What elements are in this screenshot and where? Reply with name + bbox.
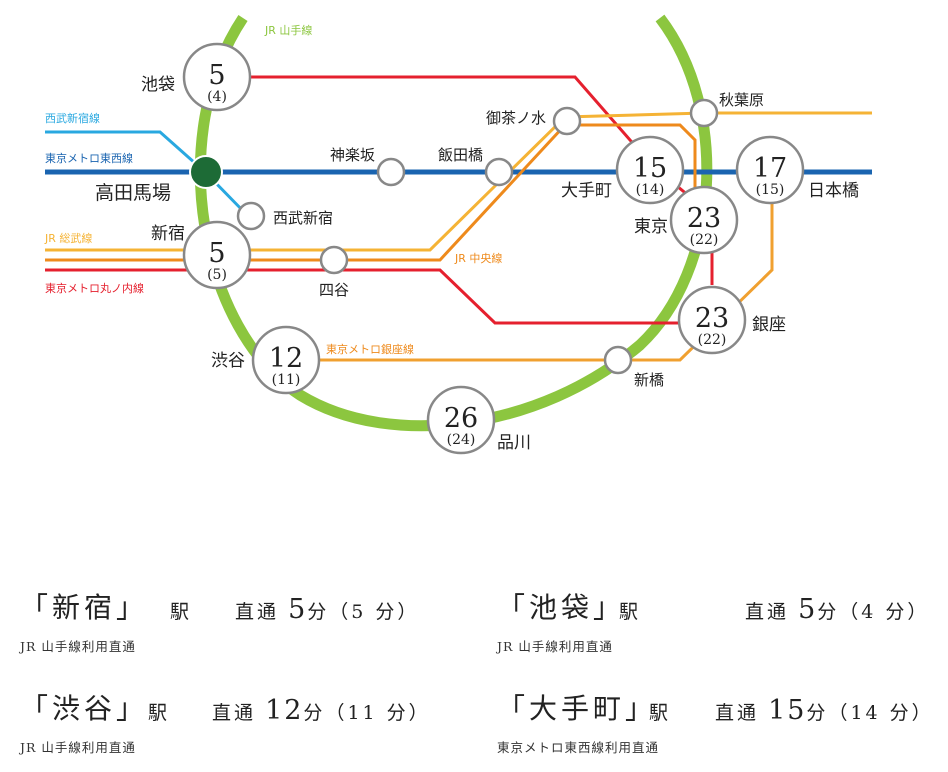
- station-name-shibuya: 渋谷: [211, 351, 245, 371]
- info-otemachi: 「大手町」 駅 直通 15分（14 分） 東京メトロ東西線利用直通: [497, 687, 937, 756]
- time-circle-shinagawa: 26 (24): [426, 385, 496, 455]
- time-sub: (5): [207, 267, 227, 283]
- station-name-nihombashi: 日本橋: [808, 181, 859, 201]
- ginza-line-label: 東京メトロ銀座線: [326, 342, 414, 356]
- info-station: 「池袋」: [497, 591, 626, 624]
- station-marker-iidabashi: [484, 157, 514, 187]
- time-circle-shibuya: 12 (11): [251, 325, 321, 395]
- station-marker-yotsuya: [319, 245, 349, 275]
- time-circle-shinjuku: 5 (5): [182, 220, 252, 290]
- info-alt: （5 分）: [329, 601, 420, 623]
- time-sub: (14): [636, 182, 665, 198]
- info-unit: 分: [307, 601, 330, 623]
- info-route: JR 山手線利用直通: [20, 740, 136, 755]
- time-main: 23: [687, 203, 721, 234]
- time-sub: (22): [698, 332, 727, 348]
- station-name-ochanomizu: 御茶ノ水: [486, 109, 546, 127]
- route-map: JR 山手線 西武新宿線 東京メトロ東西線 JR 総武線 東京メトロ丸ノ内線 J…: [44, 14, 872, 455]
- time-main: 12: [269, 343, 303, 374]
- info-eki: 駅: [170, 601, 190, 623]
- tozai-line-label: 東京メトロ東西線: [45, 151, 133, 165]
- chuo-line: [45, 123, 697, 262]
- station-name-shinjuku: 新宿: [151, 224, 185, 244]
- station-name-otemachi: 大手町: [561, 181, 612, 201]
- time-sub: (24): [447, 432, 476, 448]
- marunouchi-line-south: [45, 268, 712, 325]
- marunouchi-line-label: 東京メトロ丸ノ内線: [45, 281, 144, 295]
- info-eki: 駅: [148, 702, 168, 724]
- info-time: 直通 12分（11 分）: [212, 695, 431, 726]
- info-alt: （11 分）: [325, 702, 431, 724]
- info-station: 「新宿」: [20, 591, 149, 624]
- station-marker-seibu-shinjuku: [236, 201, 266, 231]
- station-name-tokyo: 東京: [634, 217, 668, 237]
- station-marker-shimbashi: [603, 345, 633, 375]
- station-name-seibu-shinjuku: 西武新宿: [273, 209, 333, 227]
- info-shinjuku: 「新宿」 駅 直通 5分（5 分） JR 山手線利用直通: [20, 586, 440, 655]
- info-eki: 駅: [649, 702, 669, 724]
- info-eki: 駅: [619, 601, 639, 623]
- time-main: 5: [208, 238, 225, 269]
- time-circle-otemachi: 15 (14): [615, 135, 685, 205]
- time-circle-ginza: 23 (22): [677, 285, 747, 355]
- info-route: 東京メトロ東西線利用直通: [497, 740, 660, 755]
- time-circle-tokyo: 23 (22): [669, 185, 739, 255]
- info-minutes: 12: [265, 695, 304, 726]
- info-alt: （4 分）: [839, 601, 930, 623]
- time-main: 26: [444, 403, 478, 434]
- info-minutes: 5: [798, 594, 818, 625]
- station-marker-ochanomizu: [552, 106, 582, 136]
- station-marker-takadanobaba: [189, 155, 223, 189]
- chuo-line-label: JR 中央線: [454, 251, 502, 265]
- time-sub: (15): [756, 182, 785, 198]
- station-marker-kagurazaka: [376, 157, 406, 187]
- station-name-yotsuya: 四谷: [319, 281, 349, 299]
- seibu-shinjuku-line: [45, 130, 250, 218]
- info-pre: 直通: [715, 702, 760, 724]
- info-shibuya: 「渋谷」 駅 直通 12分（11 分） JR 山手線利用直通: [20, 687, 440, 756]
- station-name-iidabashi: 飯田橋: [438, 146, 483, 164]
- info-unit: 分: [806, 702, 829, 724]
- info-station: 「渋谷」: [20, 692, 149, 725]
- info-station: 「大手町」: [497, 692, 658, 725]
- station-name-ikebukuro: 池袋: [141, 75, 175, 95]
- time-main: 15: [633, 153, 667, 184]
- info-time: 直通 5分（5 分）: [235, 594, 419, 625]
- station-name-ginza: 銀座: [752, 315, 786, 335]
- station-marker-akihabara: [689, 98, 719, 128]
- time-circle-nihombashi: 17 (15): [735, 135, 805, 205]
- station-name-shinagawa: 品川: [497, 433, 531, 453]
- info-minutes: 5: [288, 594, 308, 625]
- time-sub: (4): [207, 89, 227, 105]
- info-route: JR 山手線利用直通: [497, 639, 613, 654]
- info-minutes: 15: [768, 695, 807, 726]
- ginza-line: [300, 185, 774, 362]
- station-name-akihabara: 秋葉原: [719, 91, 764, 109]
- station-name-shimbashi: 新橋: [634, 371, 664, 389]
- info-time: 直通 15分（14 分）: [715, 695, 934, 726]
- info-time: 直通 5分（4 分）: [745, 594, 929, 625]
- info-unit: 分: [817, 601, 840, 623]
- info-pre: 直通: [212, 702, 257, 724]
- info-pre: 直通: [235, 601, 280, 623]
- time-circle-ikebukuro: 5 (4): [182, 42, 252, 112]
- info-ikebukuro: 「池袋」 駅 直通 5分（4 分） JR 山手線利用直通: [497, 586, 927, 655]
- time-main: 17: [753, 153, 787, 184]
- time-main: 5: [208, 60, 225, 91]
- info-pre: 直通: [745, 601, 790, 623]
- info-route: JR 山手線利用直通: [20, 639, 136, 654]
- time-main: 23: [695, 303, 729, 334]
- station-name-kagurazaka: 神楽坂: [330, 146, 375, 164]
- yamanote-line-label: JR 山手線: [264, 23, 312, 37]
- time-sub: (22): [690, 232, 719, 248]
- sobu-line-label: JR 総武線: [44, 231, 92, 245]
- station-name-takadanobaba: 高田馬場: [95, 182, 171, 204]
- info-unit: 分: [303, 702, 326, 724]
- info-alt: （14 分）: [828, 702, 934, 724]
- seibu-line-label: 西武新宿線: [45, 111, 100, 125]
- time-sub: (11): [272, 372, 301, 388]
